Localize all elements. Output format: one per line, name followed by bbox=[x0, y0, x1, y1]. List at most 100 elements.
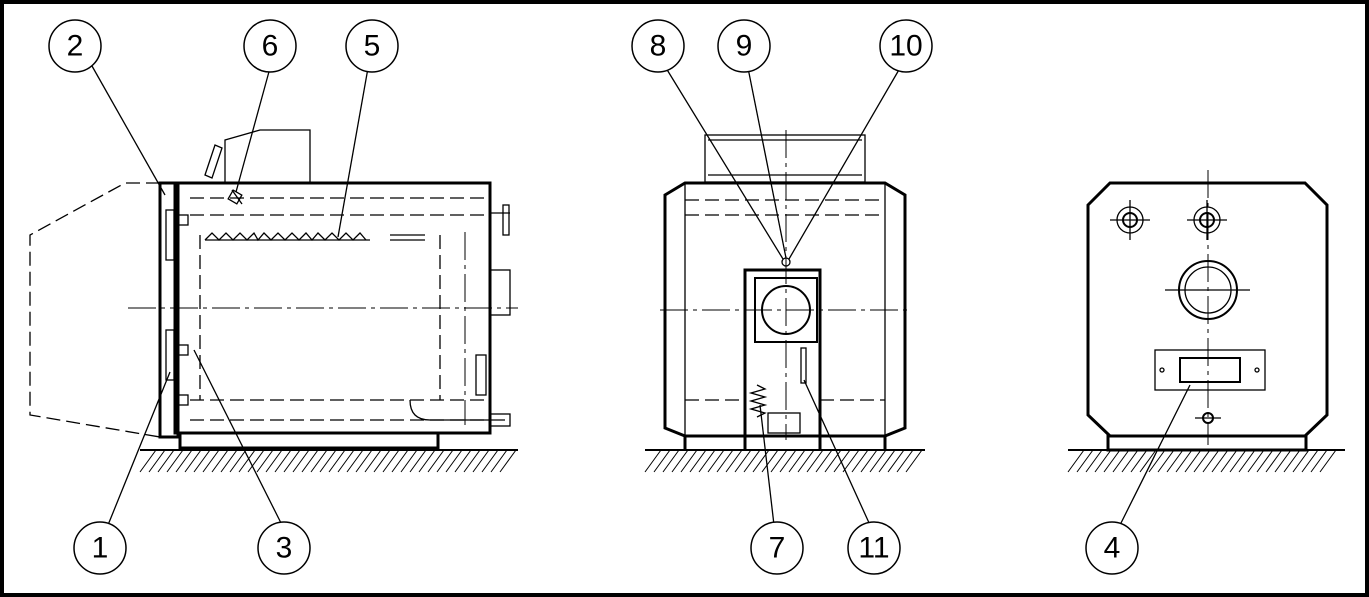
callout-4: 4 bbox=[1085, 521, 1139, 575]
callout-1: 1 bbox=[73, 521, 127, 575]
ground-hatch-line bbox=[707, 449, 725, 473]
ground-hatch-line bbox=[265, 449, 283, 473]
ground-hatch-line bbox=[472, 449, 490, 473]
spring bbox=[748, 384, 768, 418]
ground-hatch-line bbox=[1157, 449, 1175, 473]
leader-lines bbox=[91, 65, 1191, 526]
ground-hatch-line bbox=[319, 449, 337, 473]
callout-3-label: 3 bbox=[276, 532, 293, 565]
ground-hatch-line bbox=[1139, 449, 1157, 473]
ground-hatch-line bbox=[1121, 449, 1139, 473]
ground-hatch-line bbox=[1148, 449, 1166, 473]
ground-hatch-line bbox=[1085, 449, 1103, 473]
ground-hatch-line bbox=[1211, 449, 1229, 473]
ground-hatch-line bbox=[1229, 449, 1247, 473]
ground-hatch-line bbox=[202, 449, 220, 473]
ground-hatch-line bbox=[1112, 449, 1130, 473]
ground-hatch-line bbox=[418, 449, 436, 473]
callout-9-label: 9 bbox=[736, 30, 753, 63]
callout-6: 6 bbox=[243, 19, 297, 73]
ground-hatch-line bbox=[364, 449, 382, 473]
ground-hatch-line bbox=[887, 449, 905, 473]
ground-hatch-line bbox=[1292, 449, 1310, 473]
callout-1-label: 1 bbox=[92, 532, 109, 565]
ground-hatch-line bbox=[184, 449, 202, 473]
ground-hatch-line bbox=[1094, 449, 1112, 473]
ground-hatch-line bbox=[490, 449, 508, 473]
ground-hatch-line bbox=[833, 449, 851, 473]
ground-hatch-line bbox=[391, 449, 409, 473]
callout-7-label: 7 bbox=[769, 532, 786, 565]
ground-hatch-line bbox=[463, 449, 481, 473]
ground-hatch-line bbox=[1220, 449, 1238, 473]
ground-hatch-line bbox=[644, 449, 662, 473]
ground-hatch-line bbox=[1265, 449, 1283, 473]
ground-hatch-line bbox=[220, 449, 238, 473]
ground-hatch-line bbox=[373, 449, 391, 473]
burner-housing bbox=[224, 129, 311, 184]
door-panel bbox=[158, 181, 180, 439]
ground-hatch-line bbox=[328, 449, 346, 473]
ground-hatch-line bbox=[256, 449, 274, 473]
ground-hatch-line bbox=[481, 449, 499, 473]
ground-hatch-line bbox=[193, 449, 211, 473]
rear-panel bbox=[1154, 349, 1266, 391]
ground-hatch-line bbox=[499, 449, 517, 473]
flue-outlet bbox=[489, 269, 511, 316]
ground-hatch-line bbox=[139, 449, 157, 473]
callout-8-label: 8 bbox=[650, 30, 667, 63]
ground-hatch-line bbox=[725, 449, 743, 473]
ground-hatch-line bbox=[310, 449, 328, 473]
ground-hatch-line bbox=[896, 449, 914, 473]
ground-hatch-line bbox=[1076, 449, 1094, 473]
callout-2: 2 bbox=[48, 19, 102, 73]
turbulator-zigzag bbox=[204, 231, 367, 242]
ground-hatch-line bbox=[824, 449, 842, 473]
ground-hatch-line bbox=[1301, 449, 1319, 473]
ground-hatch-line bbox=[157, 449, 175, 473]
ground-hatch-line bbox=[301, 449, 319, 473]
ground-hatch-line bbox=[292, 449, 310, 473]
open-door-outline bbox=[29, 182, 161, 438]
ground-hatch-line bbox=[1283, 449, 1301, 473]
ground-hatch-line bbox=[815, 449, 833, 473]
ground-hatch-line bbox=[671, 449, 689, 473]
ground-hatch-line bbox=[445, 449, 463, 473]
ground-hatch-line bbox=[797, 449, 815, 473]
ground-hatch-line bbox=[905, 449, 923, 473]
ground-hatch-line bbox=[689, 449, 707, 473]
ground-hatch-line bbox=[400, 449, 418, 473]
ground-hatch-line bbox=[842, 449, 860, 473]
callout-4-label: 4 bbox=[1104, 532, 1121, 565]
ground-hatch-line bbox=[752, 449, 770, 473]
ground-hatch-line bbox=[761, 449, 779, 473]
ground-hatch-line bbox=[851, 449, 869, 473]
ground-hatch-line bbox=[770, 449, 788, 473]
ground-hatch-line bbox=[1103, 449, 1121, 473]
callout-10: 10 bbox=[879, 19, 933, 73]
rear-view bbox=[1067, 170, 1345, 473]
callout-8: 8 bbox=[631, 19, 685, 73]
ground-hatch-line bbox=[788, 449, 806, 473]
ground-hatch-line bbox=[166, 449, 184, 473]
ground-hatch-line bbox=[454, 449, 472, 473]
ground-hatch-line bbox=[734, 449, 752, 473]
ground-hatch-line bbox=[1175, 449, 1193, 473]
ground-hatch-line bbox=[1202, 449, 1220, 473]
ground-hatch-line bbox=[698, 449, 716, 473]
ground-hatch-line bbox=[211, 449, 229, 473]
ground-hatch-line bbox=[779, 449, 797, 473]
ground-hatch-line bbox=[436, 449, 454, 473]
callout-6-label: 6 bbox=[262, 30, 279, 63]
side-view bbox=[29, 129, 518, 473]
ground-hatch-line bbox=[1256, 449, 1274, 473]
ground-hatch-line bbox=[878, 449, 896, 473]
ground-hatch-line bbox=[1310, 449, 1328, 473]
ground-hatch-line bbox=[247, 449, 265, 473]
ground-hatch-line bbox=[716, 449, 734, 473]
ground-hatch-line bbox=[662, 449, 680, 473]
ground-hatch-line bbox=[869, 449, 887, 473]
callout-9: 9 bbox=[717, 19, 771, 73]
